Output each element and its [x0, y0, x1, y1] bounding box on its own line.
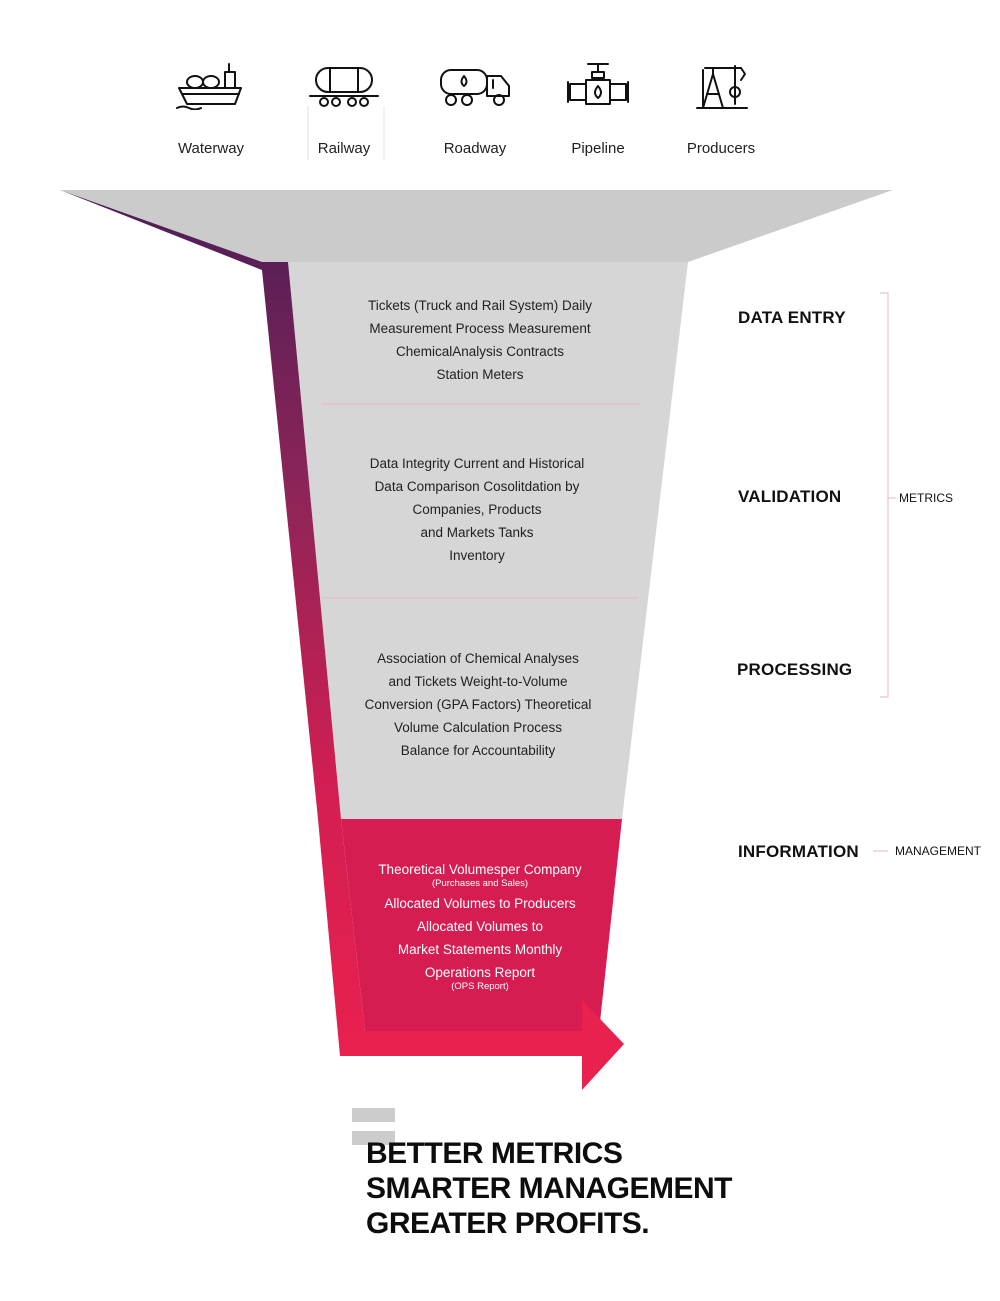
source-pipeline: Pipeline: [543, 60, 653, 157]
management-label: MANAGEMENT: [895, 844, 982, 858]
funnel-top: [60, 190, 893, 262]
tagline-bar: [352, 1108, 395, 1122]
tanker-truck-icon: [440, 69, 510, 106]
tagline-line: GREATER PROFITS.: [366, 1207, 650, 1240]
source-label: Railway: [317, 140, 371, 157]
source-waterway: Waterway: [156, 60, 266, 157]
validation-description: Data Integrity Current and Historical Da…: [369, 456, 585, 563]
tagline: BETTER METRICS SMARTER MANAGEMENT GREATE…: [366, 1136, 733, 1241]
source-label: Producers: [686, 140, 756, 157]
source-producers: Producers: [666, 60, 776, 157]
source-roadway: Roadway: [420, 60, 530, 157]
flow-arrow: [340, 1000, 624, 1090]
tagline-line: BETTER METRICS: [366, 1137, 623, 1170]
metrics-bracket: [880, 292, 889, 698]
stage-label-validation: VALIDATION: [738, 487, 842, 506]
data-entry-description: Tickets (Truck and Rail System) Daily Me…: [367, 298, 593, 382]
rail-tanker-icon: [309, 67, 379, 107]
information-description: Theoretical Volumesper Company (Purchase…: [378, 862, 582, 992]
pipeline-valve-icon: [567, 63, 629, 105]
stage-label-information: INFORMATION: [738, 842, 859, 861]
funnel-body: [288, 262, 688, 819]
oil-pumpjack-icon: [696, 65, 748, 109]
metrics-label: METRICS: [899, 491, 953, 505]
processing-description: Association of Chemical Analyses and Tic…: [364, 651, 592, 758]
funnel-left-band: [60, 190, 582, 1056]
source-label: Waterway: [177, 140, 245, 157]
tagline-line: SMARTER MANAGEMENT: [366, 1172, 733, 1205]
tagline-bar: [352, 1131, 395, 1145]
stage-label-data-entry: DATA ENTRY: [738, 308, 846, 327]
information-panel: [341, 819, 622, 1031]
source-railway: Railway: [289, 60, 399, 157]
stage-label-processing: PROCESSING: [737, 660, 853, 679]
source-label: Roadway: [443, 140, 507, 157]
source-label: Pipeline: [571, 140, 625, 157]
ship-icon: [176, 63, 242, 110]
